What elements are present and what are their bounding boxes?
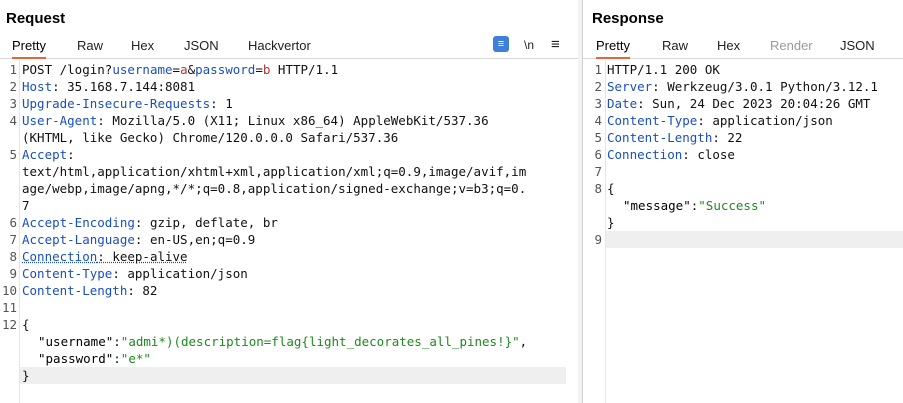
request-title: Request xyxy=(6,10,66,27)
json-username: "username":"admi*)(description=flag{ligh… xyxy=(38,334,528,349)
header-upgrade-insecure: Upgrade-Insecure-Requests: 1 xyxy=(22,96,233,111)
tab-raw[interactable]: Raw xyxy=(77,38,104,53)
header-user-agent-cont: (KHTML, like Gecko) Chrome/120.0.0.0 Saf… xyxy=(22,130,399,145)
line-number: 5 xyxy=(9,147,17,162)
header-accept-cont: 7 xyxy=(22,198,30,213)
current-line-highlight xyxy=(20,367,566,384)
header-date: Date: Sun, 24 Dec 2023 20:04:26 GMT xyxy=(607,96,871,111)
line-number: 7 xyxy=(9,232,17,247)
line-number: 3 xyxy=(9,96,17,111)
header-accept-cont: text/html,application/xhtml+xml,applicat… xyxy=(22,164,527,179)
line-number: 7 xyxy=(594,164,602,179)
line-number: 8 xyxy=(9,249,17,264)
json-open-brace: { xyxy=(607,181,615,196)
line-number: 9 xyxy=(594,232,602,247)
tab-render[interactable]: Render xyxy=(770,38,813,53)
header-accept-cont: age/webp,image/apng,*/*;q=0.8,applicatio… xyxy=(22,181,527,196)
response-title: Response xyxy=(592,10,664,27)
header-content-length: Content-Length: 82 xyxy=(22,283,158,298)
line-number: 2 xyxy=(9,79,17,94)
line-number: 4 xyxy=(594,113,602,128)
json-message: "message":"Success" xyxy=(623,198,766,213)
wrap-lines-icon: ≡ xyxy=(493,36,509,52)
current-line-highlight xyxy=(606,231,903,248)
tab-pretty[interactable]: Pretty xyxy=(12,36,46,59)
line-number: 3 xyxy=(594,96,602,111)
line-number: 10 xyxy=(1,283,17,298)
line-number: 2 xyxy=(594,79,602,94)
line-number: 6 xyxy=(9,215,17,230)
line-number: 6 xyxy=(594,147,602,162)
line-number: 1 xyxy=(9,62,17,77)
line-number: 8 xyxy=(594,181,602,196)
header-accept-encoding: Accept-Encoding: gzip, deflate, br xyxy=(22,215,278,230)
gutter-divider xyxy=(19,61,20,403)
line-number: 4 xyxy=(9,113,17,128)
tab-hackvertor[interactable]: Hackvertor xyxy=(248,38,311,53)
tab-hex[interactable]: Hex xyxy=(131,38,155,53)
json-password: "password":"e*" xyxy=(38,351,151,366)
header-server: Server: Werkzeug/3.0.1 Python/3.12.1 xyxy=(607,79,878,94)
response-pane: Response Pretty Raw Hex Render JSON 1 HT… xyxy=(582,0,903,403)
header-content-length: Content-Length: 22 xyxy=(607,130,743,145)
response-tab-bar: Pretty Raw Hex Render JSON xyxy=(583,36,903,59)
status-line: HTTP/1.1 200 OK xyxy=(607,62,720,77)
header-content-type: Content-Type: application/json xyxy=(22,266,248,281)
gutter-divider xyxy=(605,61,606,403)
line-number: 11 xyxy=(1,300,17,315)
line-number: 5 xyxy=(594,130,602,145)
line-number: 9 xyxy=(9,266,17,281)
json-close-brace: } xyxy=(22,368,30,383)
header-accept-language: Accept-Language: en-US,en;q=0.9 xyxy=(22,232,256,247)
tab-pretty[interactable]: Pretty xyxy=(596,36,630,59)
tab-hex[interactable]: Hex xyxy=(717,38,741,53)
json-open-brace: { xyxy=(22,317,30,332)
line-number: 1 xyxy=(594,62,602,77)
header-accept: Accept: xyxy=(22,147,75,162)
tab-json[interactable]: JSON xyxy=(184,38,219,53)
header-connection: Connection: close xyxy=(607,147,735,162)
header-user-agent: User-Agent: Mozilla/5.0 (X11; Linux x86_… xyxy=(22,113,489,128)
header-content-type: Content-Type: application/json xyxy=(607,113,833,128)
json-close-brace: } xyxy=(607,215,615,230)
request-pane: Request Pretty Raw Hex JSON Hackvertor ≡… xyxy=(0,0,579,403)
header-host: Host: 35.168.7.144:8081 xyxy=(22,79,196,94)
tab-json[interactable]: JSON xyxy=(840,38,875,53)
hamburger-menu-icon[interactable]: ≡ xyxy=(551,36,560,53)
line-number: 12 xyxy=(1,317,17,332)
wrap-lines-button[interactable]: ≡ xyxy=(493,36,509,54)
request-tab-bar: Pretty Raw Hex JSON Hackvertor xyxy=(0,36,578,59)
request-line: POST /login?username=a&password=b HTTP/1… xyxy=(22,62,339,77)
header-connection: Connection: keep-alive xyxy=(22,249,188,264)
tab-raw[interactable]: Raw xyxy=(662,38,689,53)
pane-splitter[interactable] xyxy=(578,0,582,403)
newline-toggle[interactable]: \n xyxy=(524,38,535,52)
